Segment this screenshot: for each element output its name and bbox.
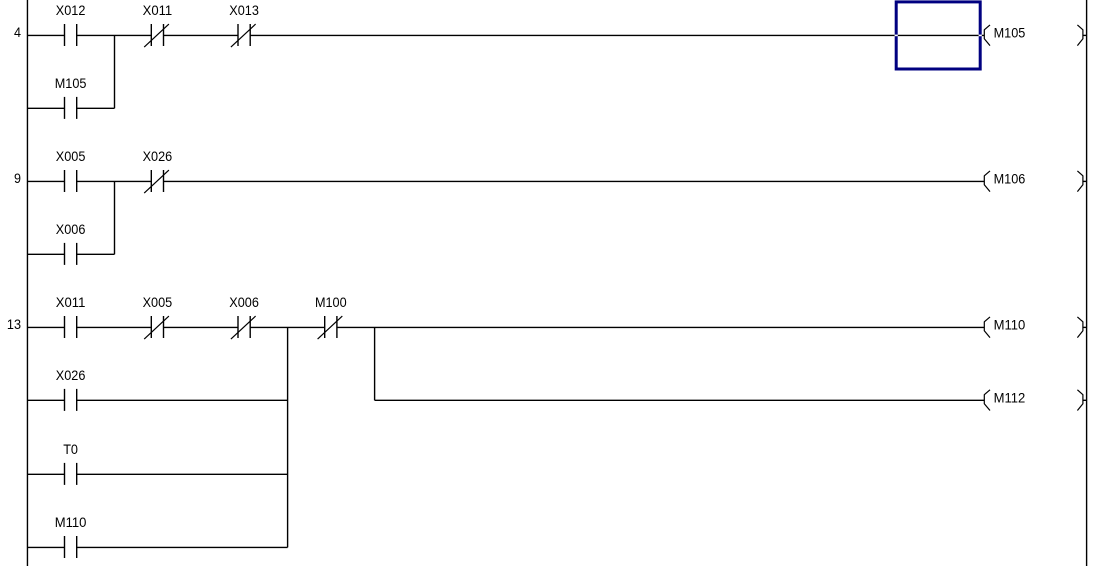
svg-text:M105: M105 (55, 75, 87, 91)
svg-text:X011: X011 (56, 294, 86, 310)
svg-text:M100: M100 (315, 294, 347, 310)
svg-text:X013: X013 (229, 2, 259, 18)
svg-text:M105: M105 (994, 25, 1026, 41)
svg-text:13: 13 (7, 316, 21, 332)
svg-text:X012: X012 (56, 2, 86, 18)
svg-text:X026: X026 (56, 367, 86, 383)
svg-text:M110: M110 (55, 514, 87, 530)
svg-text:X005: X005 (143, 294, 173, 310)
svg-text:M110: M110 (994, 317, 1026, 333)
svg-text:4: 4 (14, 24, 21, 40)
svg-text:M106: M106 (994, 171, 1026, 187)
svg-text:X011: X011 (143, 2, 173, 18)
svg-text:X005: X005 (56, 148, 86, 164)
svg-text:X006: X006 (229, 294, 259, 310)
svg-text:T0: T0 (63, 441, 78, 457)
svg-text:X026: X026 (143, 148, 173, 164)
svg-text:M112: M112 (994, 390, 1026, 406)
svg-text:X006: X006 (56, 221, 86, 237)
svg-text:9: 9 (14, 170, 21, 186)
